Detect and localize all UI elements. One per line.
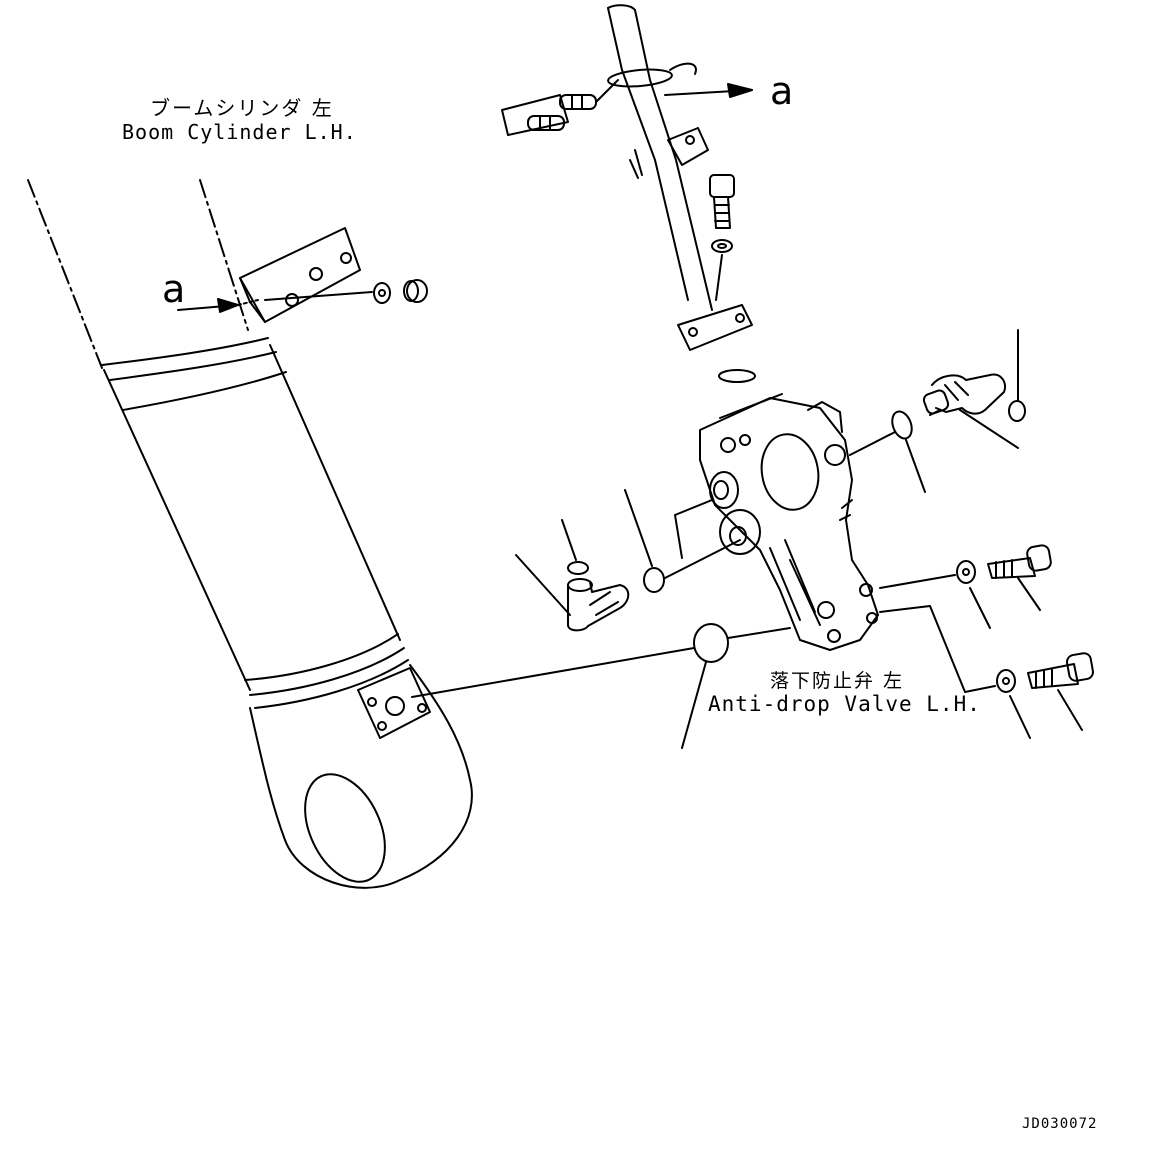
mount-washer-upper [957, 561, 975, 583]
elbow-fitting-right [922, 374, 1005, 415]
mount-bolt-upper [957, 544, 1052, 583]
cylinder-clevis [250, 665, 472, 888]
flange-bolt [710, 175, 734, 300]
elbow-fitting-left [568, 562, 628, 630]
cylinder-upper-band [102, 338, 268, 365]
ref-a-top-label: a [770, 69, 794, 113]
valve-side-oring [889, 409, 915, 441]
mount-bolt-lower [997, 652, 1094, 692]
valve-left-oring [644, 568, 664, 592]
cylinder-lower-band [245, 634, 398, 680]
elbow-right-oring [1009, 401, 1025, 421]
boom-cylinder [28, 180, 472, 894]
hydraulic-pipe [607, 5, 752, 350]
valve-top-oring [719, 370, 755, 382]
ref-a-left-label: a [162, 267, 186, 311]
valve-cylinder-oring [694, 624, 728, 662]
cylinder-tube-left-edge [104, 370, 250, 690]
anti-drop-valve-label-jp: 落下防止弁 左 [770, 670, 905, 692]
pipe-upper-flange [668, 128, 708, 165]
anti-drop-valve-label-en: Anti-drop Valve L.H. [708, 692, 981, 716]
cylinder-tube-right-edge [270, 345, 400, 640]
clevis-pin-hole [289, 762, 401, 895]
drawing-id: JD030072 [1022, 1116, 1098, 1132]
boom-cylinder-label-en: Boom Cylinder L.H. [122, 120, 357, 144]
valve-main-port [756, 430, 824, 515]
mount-washer-lower [997, 670, 1015, 692]
anti-drop-valve-body [700, 394, 878, 650]
bracket-washer [374, 283, 390, 303]
cylinder-bracket [240, 228, 360, 322]
flange-washer [712, 240, 732, 252]
pipe-right-edge [635, 10, 712, 310]
cylinder-phantom-left [28, 180, 102, 368]
pipe-left-edge [608, 8, 688, 300]
pipe-clamp [607, 67, 672, 89]
bracket-nut [407, 280, 427, 302]
boom-cylinder-label-jp: ブームシリンダ 左 [150, 96, 334, 120]
cylinder-mount-pad [358, 668, 430, 738]
hose-fitting-top [502, 80, 618, 135]
pipe-lower-flange [678, 305, 752, 350]
